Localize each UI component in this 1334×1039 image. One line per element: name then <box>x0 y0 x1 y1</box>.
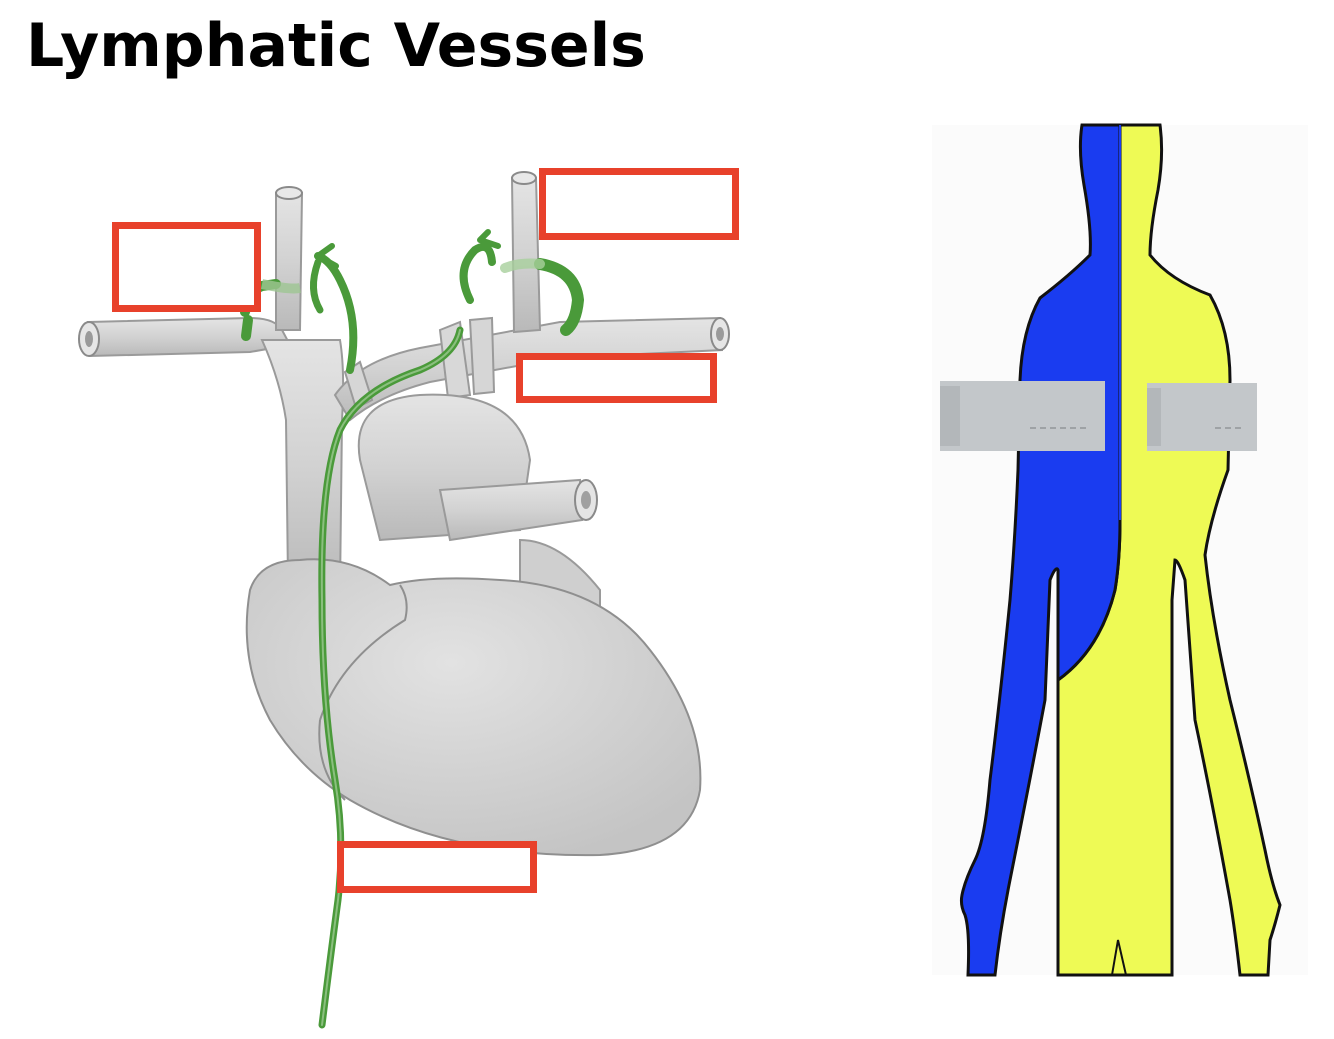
label-box-left-jugular-trunk[interactable] <box>539 168 739 240</box>
subclavian-vein-band-right <box>1147 383 1257 451</box>
label-box-left-subclavian-vein[interactable] <box>516 353 717 403</box>
subclavian-vein-band-left <box>940 381 1105 451</box>
label-box-thoracic-duct[interactable] <box>337 841 537 893</box>
label-box-right-lymphatic-duct[interactable] <box>112 222 261 312</box>
